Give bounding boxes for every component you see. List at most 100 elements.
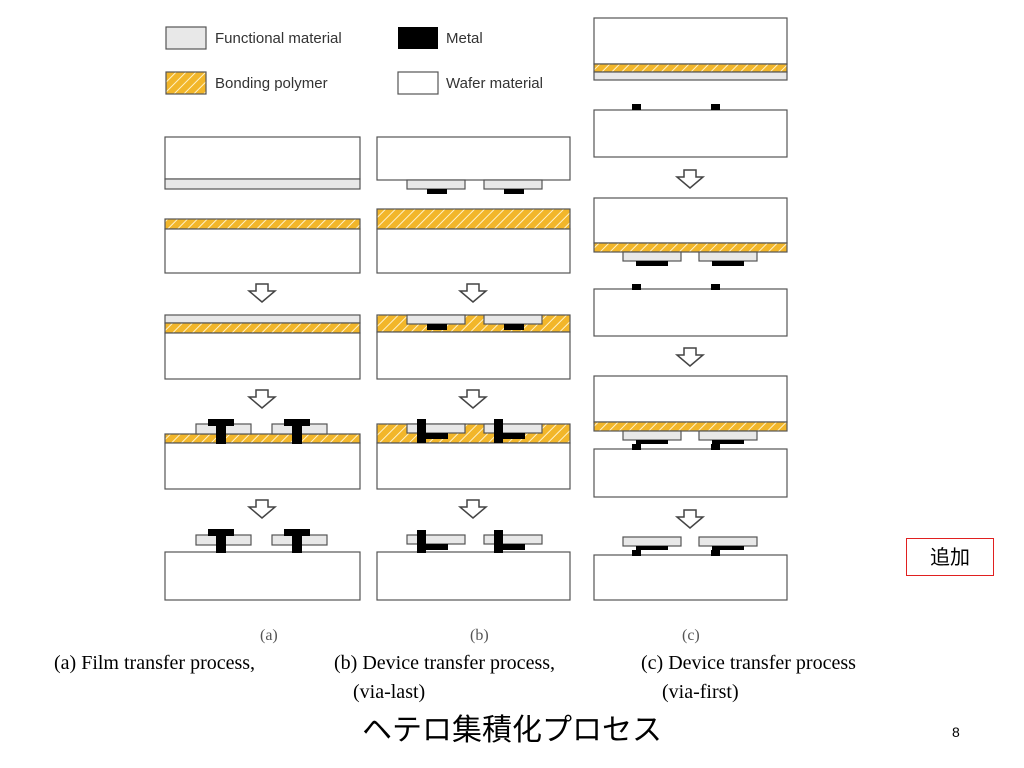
- metal-via: [417, 419, 426, 443]
- bonding-layer: [164, 433, 361, 444]
- legend-label-bonding: Bonding polymer: [215, 75, 328, 92]
- column-label-b: (b): [470, 627, 489, 644]
- bonding-layer: [593, 421, 788, 432]
- metal-via: [426, 544, 448, 550]
- metal-contact: [636, 546, 668, 550]
- metal-bump: [711, 550, 720, 556]
- column-a-metal: [208, 419, 310, 553]
- bonding-layer: [593, 63, 788, 73]
- bonding-layer: [593, 242, 788, 253]
- device-pad: [698, 251, 758, 262]
- device-pad: [483, 314, 543, 325]
- device-pad: [406, 179, 466, 190]
- device-pad: [483, 534, 543, 545]
- wafer: [376, 551, 571, 601]
- device-pad: [406, 314, 466, 325]
- caption-b-line1: (b) Device transfer process,: [334, 652, 556, 674]
- wafer: [164, 551, 361, 601]
- metal-contact: [504, 324, 524, 330]
- column-b: [376, 136, 571, 601]
- metal-via: [503, 544, 525, 550]
- down-arrow-icon: [674, 169, 706, 189]
- metal-via: [208, 529, 234, 536]
- metal-via: [417, 530, 426, 553]
- metal-bump: [711, 284, 720, 290]
- caption-b-line2: (via-last): [353, 681, 426, 703]
- caption-c-line2: (via-first): [662, 681, 739, 703]
- wafer: [593, 448, 788, 498]
- metal-contact: [427, 324, 447, 330]
- caption-c-line1: (c) Device transfer process: [641, 652, 856, 674]
- device-pad: [483, 179, 543, 190]
- process-arrows: [246, 169, 706, 529]
- metal-contact: [636, 261, 668, 266]
- functional-layer: [164, 314, 361, 324]
- metal-via: [292, 536, 302, 553]
- wafer: [593, 554, 788, 601]
- device-pad: [698, 536, 758, 547]
- wafer: [376, 228, 571, 274]
- bonding-layer: [164, 218, 361, 230]
- legend-label-wafer: Wafer material: [446, 75, 543, 92]
- device-pad: [483, 423, 543, 434]
- note-badge: 追加: [906, 538, 994, 576]
- caption-a: (a) Film transfer process,: [54, 652, 256, 674]
- metal-contact: [636, 440, 668, 444]
- slide-title: ヘテロ集積化プロセス: [362, 713, 662, 748]
- metal-via: [426, 433, 448, 439]
- page-number: 8: [952, 724, 960, 740]
- wafer: [376, 331, 571, 380]
- legend-label-metal: Metal: [446, 30, 483, 47]
- metal-via: [494, 530, 503, 553]
- legend-swatch-metal: [398, 27, 438, 49]
- bonding-layer: [376, 208, 571, 230]
- device-pad: [406, 423, 466, 434]
- metal-via: [216, 426, 226, 444]
- legend-swatch-functional: [165, 26, 207, 50]
- down-arrow-icon: [457, 283, 489, 303]
- down-arrow-icon: [246, 499, 278, 519]
- column-label-c: (c): [682, 627, 700, 644]
- metal-bump: [711, 104, 720, 110]
- functional-layer: [164, 178, 361, 190]
- legend-label-functional: Functional material: [215, 30, 342, 47]
- wafer: [593, 17, 788, 65]
- column-b-metal: [417, 189, 525, 553]
- legend-swatch-bonding: [165, 71, 207, 95]
- wafer: [164, 228, 361, 274]
- metal-via: [284, 529, 310, 536]
- device-pad: [622, 251, 682, 262]
- device-pad: [622, 536, 682, 547]
- functional-layer: [593, 71, 788, 81]
- metal-contact: [712, 440, 744, 444]
- bonding-layer: [164, 322, 361, 334]
- metal-bump: [711, 444, 720, 450]
- device-pad: [406, 534, 466, 545]
- wafer: [593, 109, 788, 158]
- metal-contact: [504, 189, 524, 194]
- down-arrow-icon: [246, 283, 278, 303]
- legend-swatch-wafer: [397, 71, 439, 95]
- metal-bump: [632, 104, 641, 110]
- down-arrow-icon: [457, 389, 489, 409]
- device-pad: [698, 430, 758, 441]
- wafer: [593, 288, 788, 337]
- down-arrow-icon: [457, 499, 489, 519]
- metal-via: [292, 426, 302, 444]
- down-arrow-icon: [674, 509, 706, 529]
- column-c-metal: [632, 104, 744, 556]
- metal-via: [216, 536, 226, 553]
- metal-contact: [712, 546, 744, 550]
- metal-via: [503, 433, 525, 439]
- metal-via: [494, 419, 503, 443]
- down-arrow-icon: [674, 347, 706, 367]
- down-arrow-icon: [246, 389, 278, 409]
- wafer: [376, 442, 571, 490]
- metal-bump: [632, 284, 641, 290]
- metal-bump: [632, 550, 641, 556]
- metal-contact: [712, 261, 744, 266]
- metal-via: [284, 419, 310, 426]
- wafer: [164, 332, 361, 380]
- wafer: [593, 197, 788, 244]
